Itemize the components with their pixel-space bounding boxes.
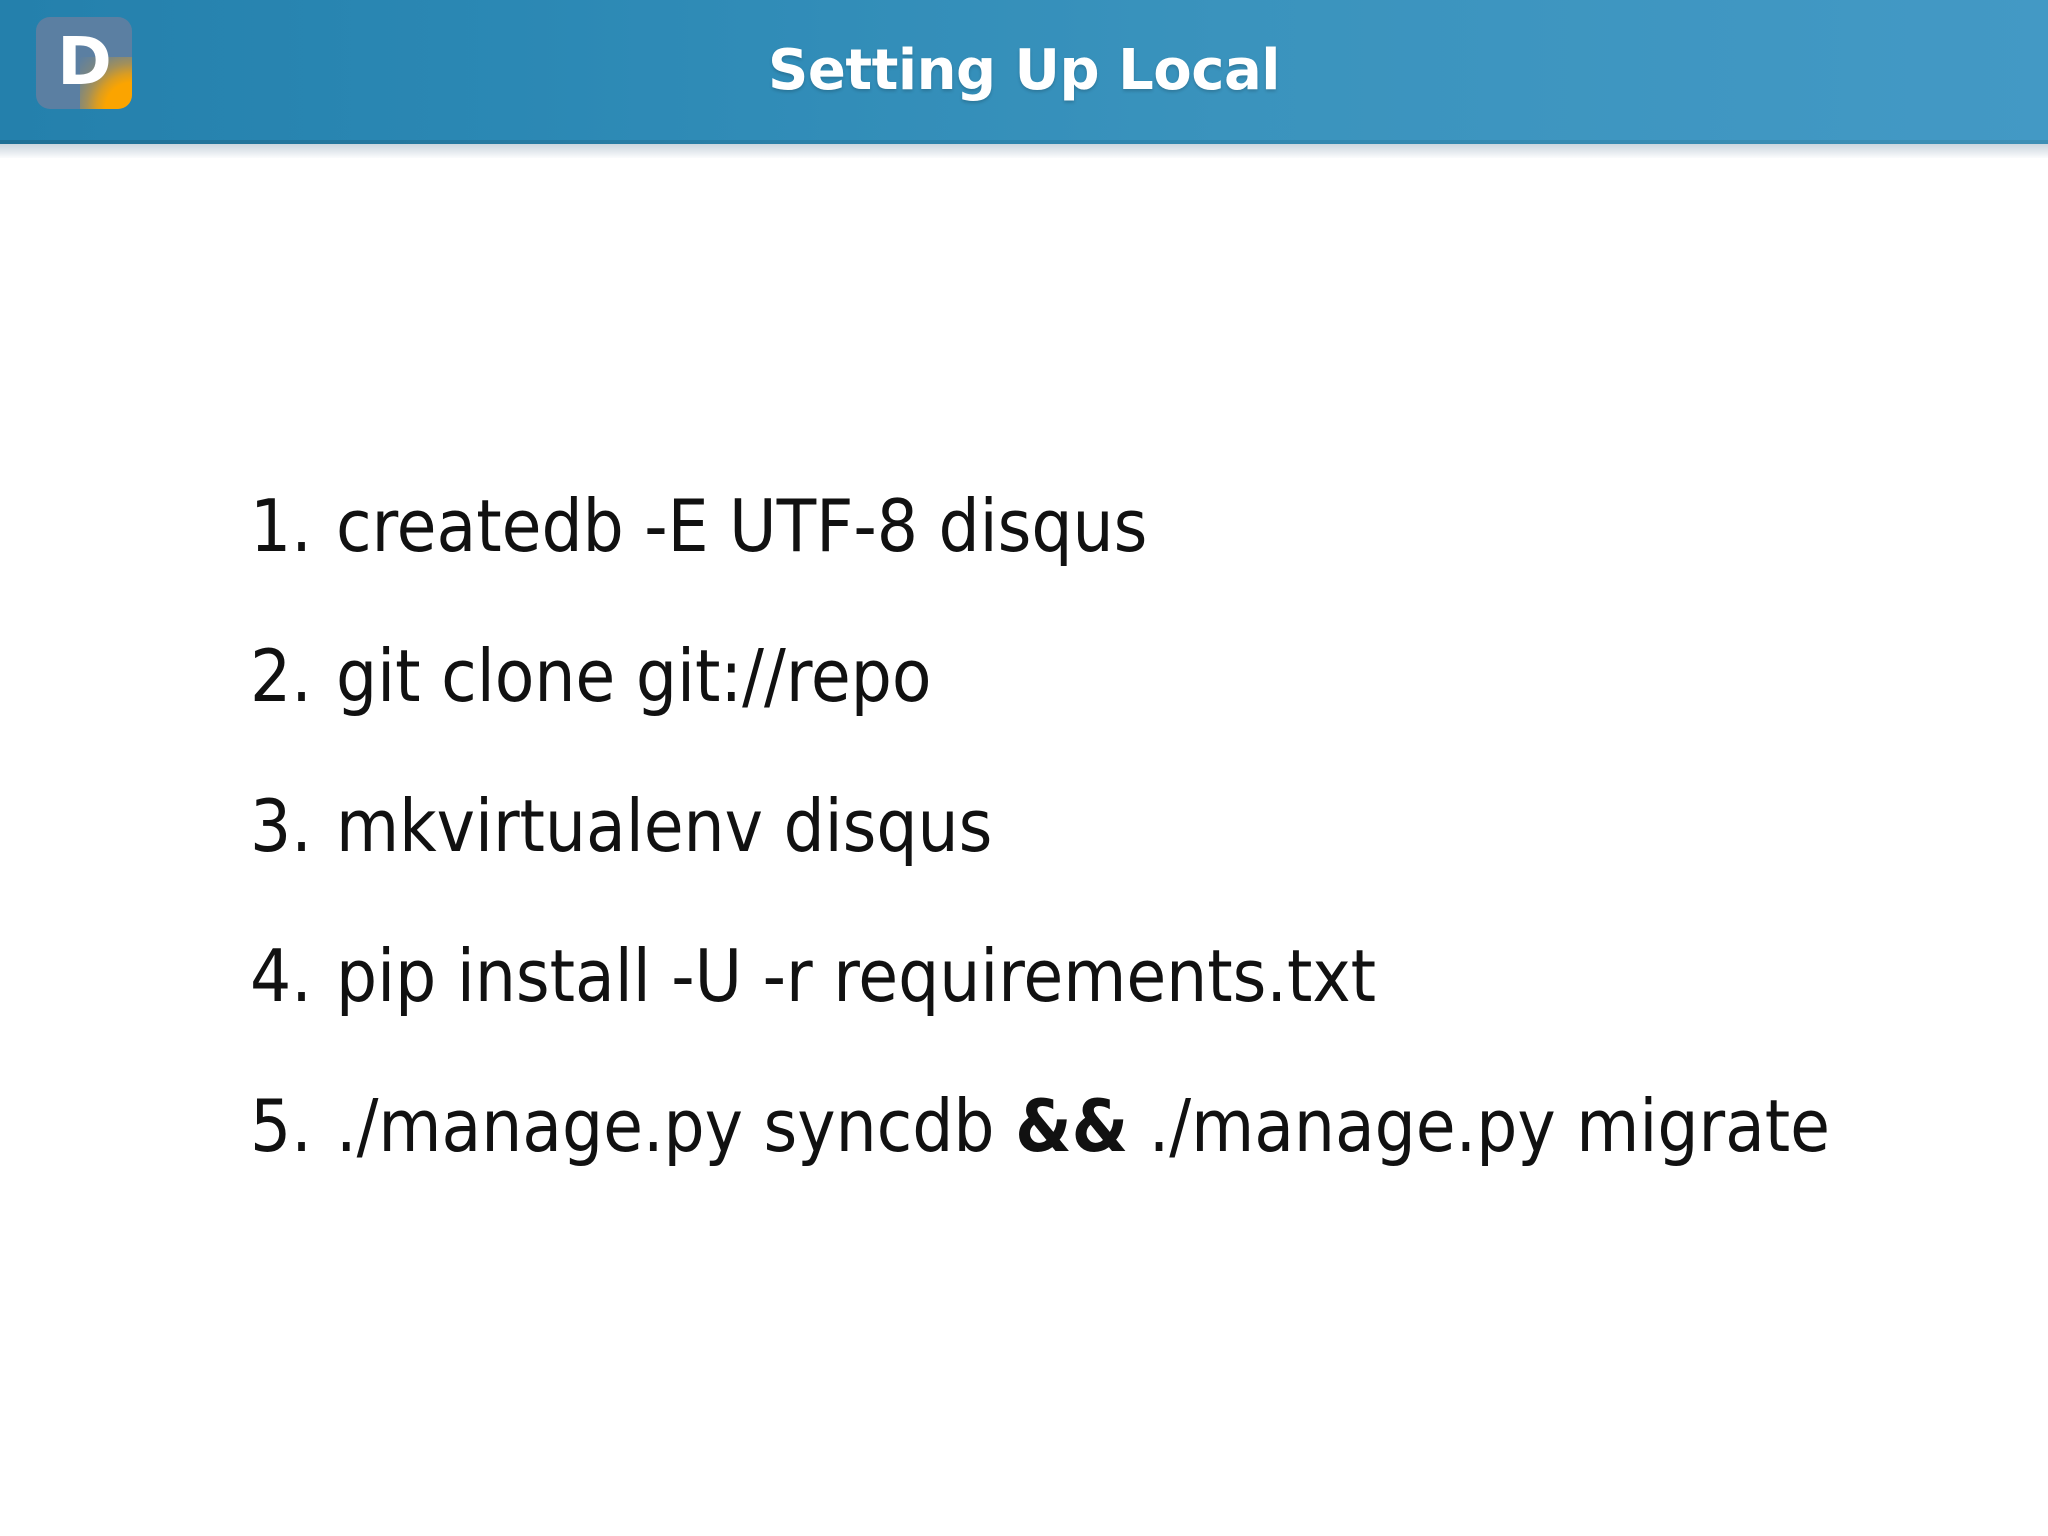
list-item-text: git clone git://repo: [336, 640, 1950, 712]
list-item-text: ./manage.py syncdb && ./manage.py migrat…: [336, 1090, 1950, 1162]
list-item-text-post: ./manage.py migrate: [1128, 1084, 1831, 1168]
slide-body: 1. createdb -E UTF-8 disqus 2. git clone…: [0, 158, 2048, 1536]
steps-list: 1. createdb -E UTF-8 disqus 2. git clone…: [250, 490, 1950, 1240]
list-item-number: 3.: [250, 784, 312, 868]
logo-letter: D: [57, 23, 112, 100]
list-item-text-pre: git clone git://repo: [336, 634, 932, 718]
list-item: 2. git clone git://repo: [250, 640, 1950, 790]
list-item-number: 4.: [250, 934, 312, 1018]
list-item-text-emphasis: &&: [1015, 1084, 1129, 1168]
list-item-text: createdb -E UTF-8 disqus: [336, 490, 1950, 562]
list-item: 1. createdb -E UTF-8 disqus: [250, 490, 1950, 640]
list-item-number: 5.: [250, 1084, 312, 1168]
list-item: 4. pip install -U -r requirements.txt: [250, 940, 1950, 1090]
list-item: 3. mkvirtualenv disqus: [250, 790, 1950, 940]
slide-title: Setting Up Local: [768, 37, 1280, 103]
list-item-number: 2.: [250, 634, 312, 718]
list-item-number: 1.: [250, 484, 312, 568]
disqus-logo-icon: D: [36, 17, 132, 109]
slide-header-bar: [0, 0, 2048, 140]
header-underline: [0, 140, 2048, 144]
logo-orange-corner: [80, 57, 132, 109]
list-item-text-pre: pip install -U -r requirements.txt: [336, 934, 1377, 1018]
list-item-text-pre: createdb -E UTF-8 disqus: [336, 484, 1148, 568]
list-item-text-pre: ./manage.py syncdb: [336, 1084, 1016, 1168]
list-item-text-pre: mkvirtualenv disqus: [336, 784, 993, 868]
list-item-text: mkvirtualenv disqus: [336, 790, 1950, 862]
list-item: 5. ./manage.py syncdb && ./manage.py mig…: [250, 1090, 1950, 1240]
header-drop-shadow: [0, 144, 2048, 158]
list-item-text: pip install -U -r requirements.txt: [336, 940, 1950, 1012]
